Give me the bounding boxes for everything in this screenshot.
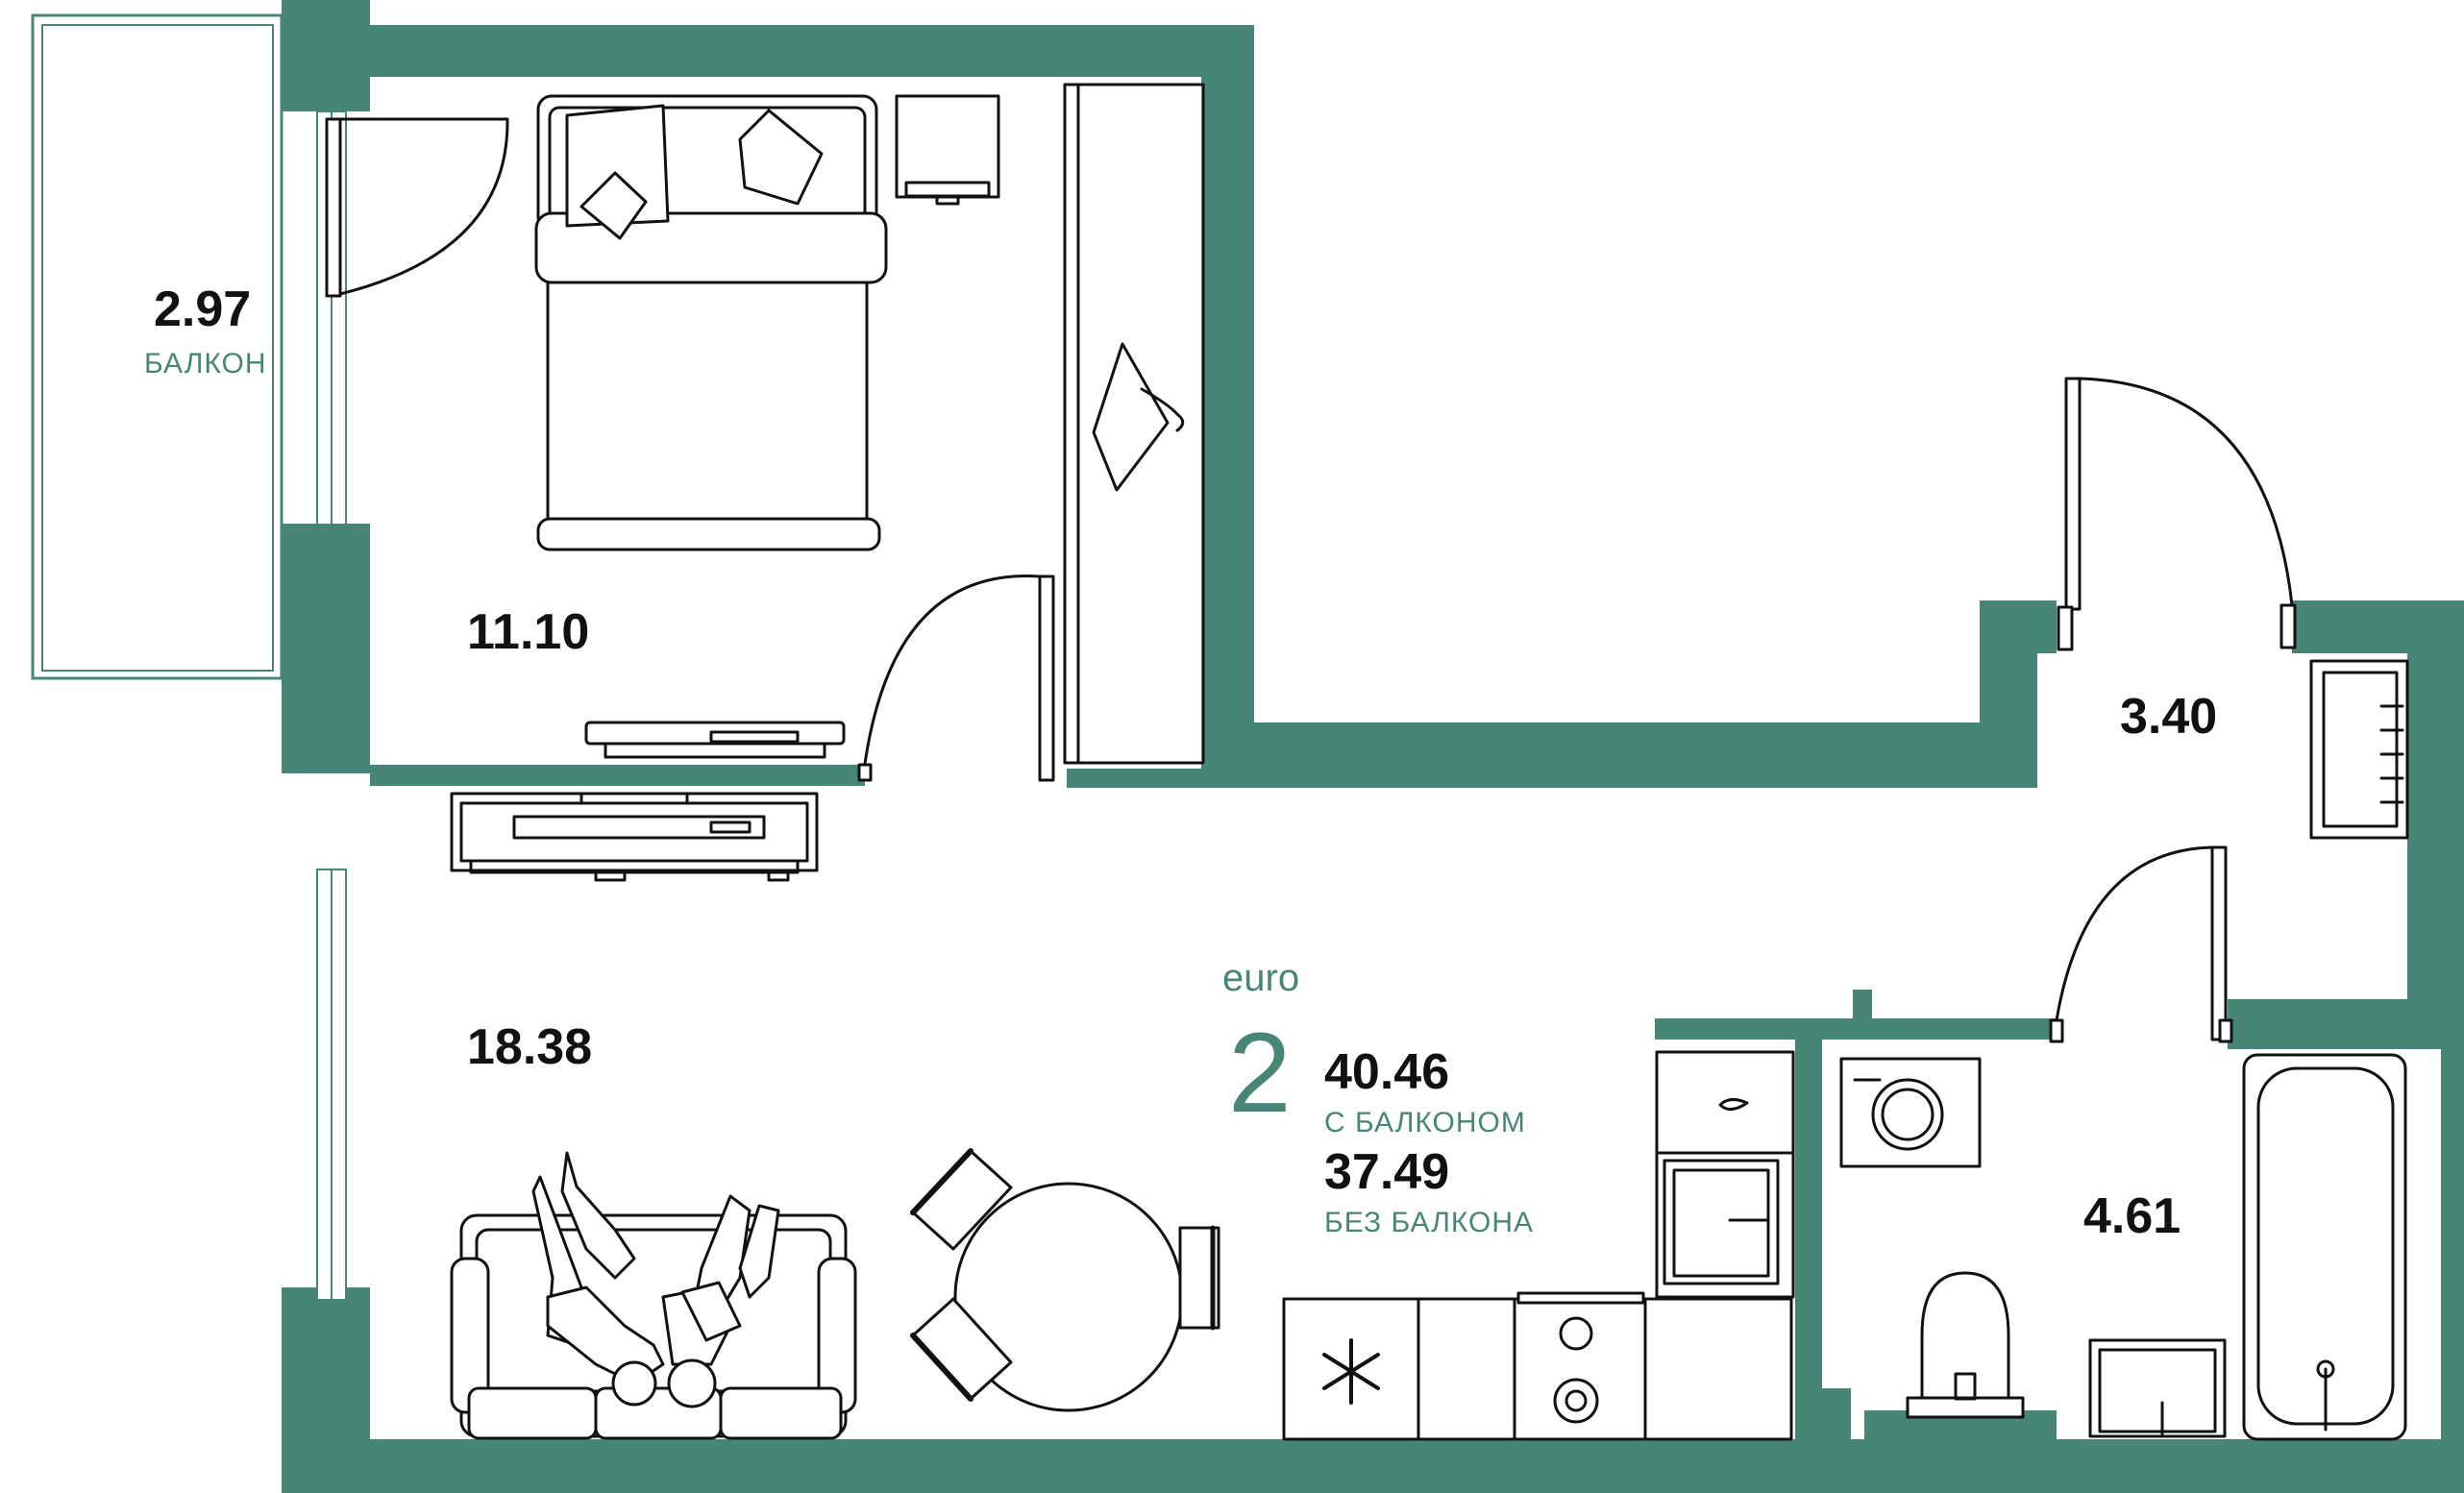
bathtub-icon [2242,1053,2407,1441]
total-area-without-balcony: 37.49 [1324,1144,1450,1200]
bathroom-area: 4.61 [2083,1188,2181,1244]
people-icon [531,1151,780,1408]
snowflake-icon [1322,1338,1380,1405]
fridge-icon [1282,1297,1420,1441]
toilet-icon [1906,1271,2025,1419]
hall-area: 3.40 [2120,689,2218,745]
balcony-label: БАЛКОН [144,348,267,379]
oven-icon [1655,1050,1795,1299]
total-area-with-balcony: 40.46 [1324,1044,1450,1100]
chair-icon [910,1148,1220,1402]
hanger-icon [1092,342,1185,492]
washing-machine-icon [1839,1057,1982,1168]
without-balcony-label: БЕЗ БАЛКОНА [1324,1207,1535,1238]
wardrobe-icon [1063,83,1205,765]
apartment-type: euro [1222,957,1300,999]
balcony [31,13,283,680]
bed-icon [534,94,888,551]
tv-icon [450,721,846,882]
stove-icon [1513,1291,1647,1441]
with-balcony-label: С БАЛКОНОМ [1324,1107,1526,1138]
rooms-count: 2 [1228,1010,1292,1137]
radiator-icon [2309,659,2409,840]
bedroom-area: 11.10 [467,604,590,660]
balcony-area: 2.97 [154,281,252,337]
sofa-icon [450,1213,857,1440]
door-icon [325,117,2297,1043]
living-kitchen-area: 18.38 [467,1019,593,1075]
walls [282,0,2464,1493]
sink-icon [2088,1338,2227,1438]
